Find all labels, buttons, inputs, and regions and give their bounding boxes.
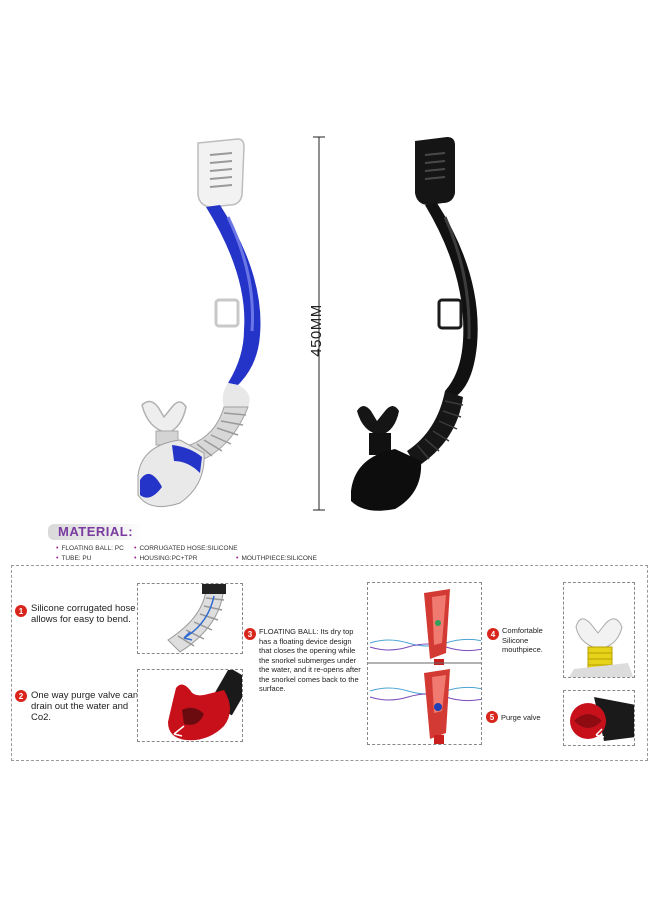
purge-valve-image bbox=[563, 690, 635, 746]
floating-ball-diagram-image bbox=[367, 582, 482, 745]
dimension-label: 450MM bbox=[307, 303, 325, 357]
features-panel bbox=[11, 565, 648, 761]
feature-number-1: 1 bbox=[15, 605, 27, 617]
feature-text-1: Silicone corrugated hose allows for easy… bbox=[31, 603, 136, 625]
material-tube: TUBE: PU bbox=[56, 555, 91, 563]
feature-number-4: 4 bbox=[487, 628, 499, 640]
material-housing: HOUSING:PC+TPR bbox=[134, 555, 197, 563]
silicone-mouthpiece-image bbox=[563, 582, 635, 678]
feature-number-5: 5 bbox=[486, 711, 498, 723]
feature-number-3: 3 bbox=[244, 628, 256, 640]
material-floating-ball: FLOATING BALL: PC bbox=[56, 545, 123, 553]
black-snorkel-image bbox=[345, 135, 495, 515]
material-mouthpiece: MOUTHPIECE:SILICONE bbox=[236, 555, 316, 563]
feature-text-4: Comfortable Silicone mouthpiece. bbox=[502, 626, 543, 654]
feature-number-2: 2 bbox=[15, 690, 27, 702]
material-title: MATERIAL: bbox=[48, 524, 142, 540]
material-corrugated-hose: CORRUGATED HOSE:SILICONE bbox=[134, 545, 237, 553]
blue-snorkel-image bbox=[120, 135, 290, 515]
feature-text-5: Purge valve bbox=[501, 713, 541, 722]
dimension-line bbox=[312, 136, 326, 511]
feature-text-3: FLOATING BALL: Its dry top has a floatin… bbox=[259, 627, 361, 693]
corrugated-hose-image bbox=[137, 583, 243, 654]
feature-text-2: One way purge valve can drain out the wa… bbox=[31, 690, 139, 723]
purge-valve-cutaway-image bbox=[137, 669, 243, 742]
